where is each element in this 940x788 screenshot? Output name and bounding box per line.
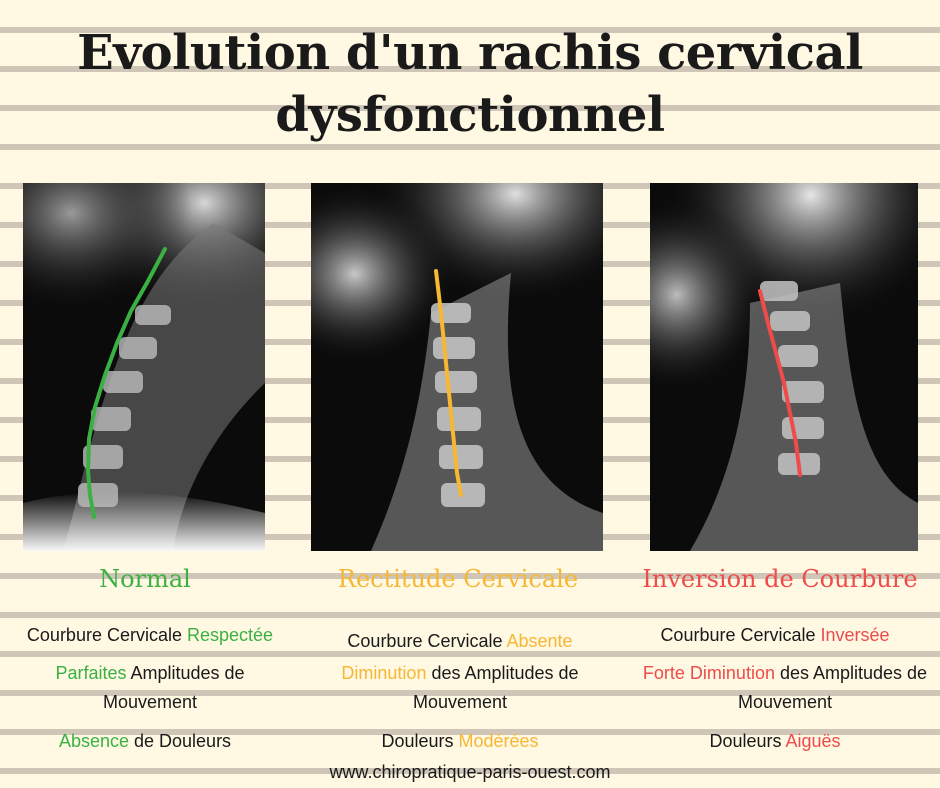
inversion-curvature-text: Courbure Cervicale Inversée xyxy=(660,625,890,645)
website-link[interactable]: www.chiropratique-paris-ouest.com xyxy=(329,762,611,782)
xray-normal xyxy=(23,183,265,551)
rectitude-pain-text: Douleurs Modérées xyxy=(381,731,539,751)
normal-mobility-text: Parfaites Amplitudes de Mouvement xyxy=(55,663,245,712)
xray-rectitude xyxy=(311,183,603,551)
title-line-1: Evolution d'un rachis cervical xyxy=(77,25,863,81)
inversion-pain-text: Douleurs Aiguës xyxy=(709,731,841,751)
label-inversion: Inversion de Courbure xyxy=(642,565,918,593)
label-rectitude: Rectitude Cervicale xyxy=(337,565,579,593)
title-line-2: dysfonctionnel xyxy=(275,87,665,143)
rectitude-mobility-text: Diminution des Amplitudes de Mouvement xyxy=(341,663,579,712)
xray-inversion xyxy=(650,183,918,551)
rectitude-curvature-text: Courbure Cervicale Absente xyxy=(347,631,573,651)
page-title: Evolution d'un rachis cervical dysfoncti… xyxy=(0,22,940,146)
normal-curvature-text: Courbure Cervicale Respectée xyxy=(26,625,274,645)
inversion-mobility-text: Forte Diminution des Amplitudes de Mouve… xyxy=(642,663,928,712)
label-normal: Normal xyxy=(99,565,191,593)
normal-pain-text: Absence de Douleurs xyxy=(58,731,232,751)
